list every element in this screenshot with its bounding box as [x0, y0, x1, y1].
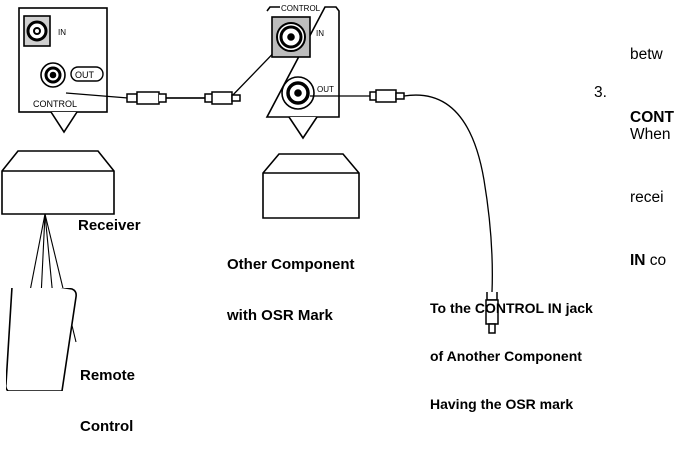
remote-control-label-line-1: Remote — [80, 367, 136, 384]
component-control-in-jack — [271, 16, 311, 58]
remote-control-label: Remote Control — [80, 333, 135, 452]
remote-control — [6, 288, 77, 391]
receiver-unit — [1, 150, 115, 215]
receiver-control-out-jack — [40, 62, 66, 88]
component-in-label: IN — [316, 29, 324, 38]
destination-label-line-2: of Another Component — [430, 348, 582, 364]
step-3-line-1: When — [630, 126, 671, 143]
destination-label: To the CONTROL IN jack of Another Compon… — [430, 268, 593, 428]
destination-label-line-1: To the CONTROL IN jack — [430, 300, 593, 316]
instruction-line-cont: CONT — [630, 107, 674, 128]
step-3-bold-in: IN — [630, 252, 646, 269]
step-3-line-2: recei — [630, 189, 664, 206]
cable-receiver-to-component — [65, 37, 289, 105]
component-control-out-jack — [281, 76, 315, 110]
receiver-out-label-box — [70, 66, 104, 82]
step-number: 3. — [594, 84, 607, 101]
cable-component-to-another — [310, 89, 499, 334]
receiver-callout-pointer — [50, 111, 78, 134]
receiver-in-label: IN — [58, 28, 66, 37]
receiver-control-caption: CONTROL — [33, 99, 77, 109]
receiver-label: Receiver — [78, 217, 141, 234]
component-out-label: OUT — [317, 85, 334, 94]
step-3-line-3: IN co — [630, 250, 671, 271]
other-component-unit — [262, 153, 360, 219]
destination-label-line-3: Having the OSR mark — [430, 396, 574, 412]
component-jack-panel: CONTROL IN OUT — [265, 4, 340, 140]
instruction-bold-cont: CONT — [630, 109, 674, 126]
other-component-label-line-2: with OSR Mark — [227, 307, 333, 324]
receiver-out-label: OUT — [75, 70, 95, 80]
component-callout-pointer — [288, 116, 318, 140]
instruction-text-top: betw CONT — [630, 2, 674, 149]
instruction-line-betw: betw — [630, 46, 663, 63]
instruction-step-3: When recei IN co — [630, 82, 671, 292]
connection-diagram: IN OUT CONTROL — [1, 4, 499, 391]
step-3-line-3-rest: co — [645, 252, 667, 269]
receiver-control-in-jack — [23, 15, 51, 47]
component-control-header: CONTROL — [281, 4, 321, 13]
other-component-label-line-1: Other Component — [227, 256, 355, 273]
remote-control-label-line-2: Control — [80, 418, 134, 435]
receiver-jack-panel: IN OUT CONTROL — [18, 7, 108, 134]
other-component-label: Other Component with OSR Mark — [227, 222, 355, 341]
